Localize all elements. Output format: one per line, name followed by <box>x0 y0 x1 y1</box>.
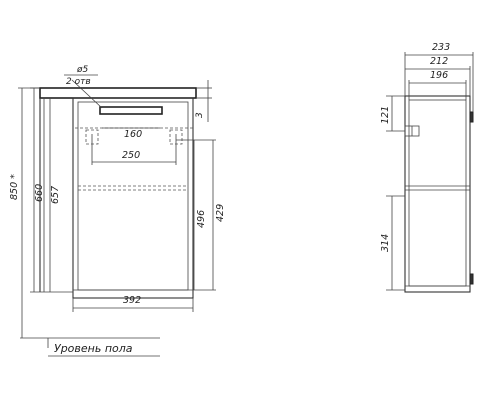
front-view: 160 250 392 ø5 2 отв 3 496 429 657 6 <box>9 65 226 338</box>
dim-196-text: 196 <box>430 70 448 81</box>
dim-660-text: 660 <box>34 184 45 202</box>
side-cabinet-inner <box>408 99 467 287</box>
dim-212-text: 212 <box>430 56 448 67</box>
side-handle-top <box>469 111 474 123</box>
side-handle-bottom <box>469 273 474 285</box>
side-view: 233 212 196 121 314 <box>380 42 474 293</box>
dim-429-text: 429 <box>215 204 226 222</box>
floor-level: Уровень пола <box>20 337 160 357</box>
front-cabinet-body <box>72 97 194 299</box>
dim-160-text: 160 <box>124 129 142 140</box>
dim-392-text: 392 <box>123 295 141 306</box>
dim-850-text: 850 * <box>9 174 20 200</box>
dim-121-text: 121 <box>380 106 391 124</box>
dim-250-text: 250 <box>122 150 140 161</box>
front-countertop <box>39 87 197 99</box>
front-handle-leader <box>71 79 103 109</box>
dim-233-text: 233 <box>432 42 450 53</box>
hole-count-text: 2 отв <box>66 77 91 87</box>
dim-657-text: 657 <box>50 186 61 204</box>
dim-314-text: 314 <box>380 234 391 252</box>
hole-dia-text: ø5 <box>76 65 89 75</box>
dim-3-text: 3 <box>195 112 205 118</box>
front-door-handle <box>99 106 163 115</box>
floor-label: Уровень пола <box>54 342 133 355</box>
dim-496-text: 496 <box>196 210 207 228</box>
side-cabinet-body <box>404 95 471 293</box>
